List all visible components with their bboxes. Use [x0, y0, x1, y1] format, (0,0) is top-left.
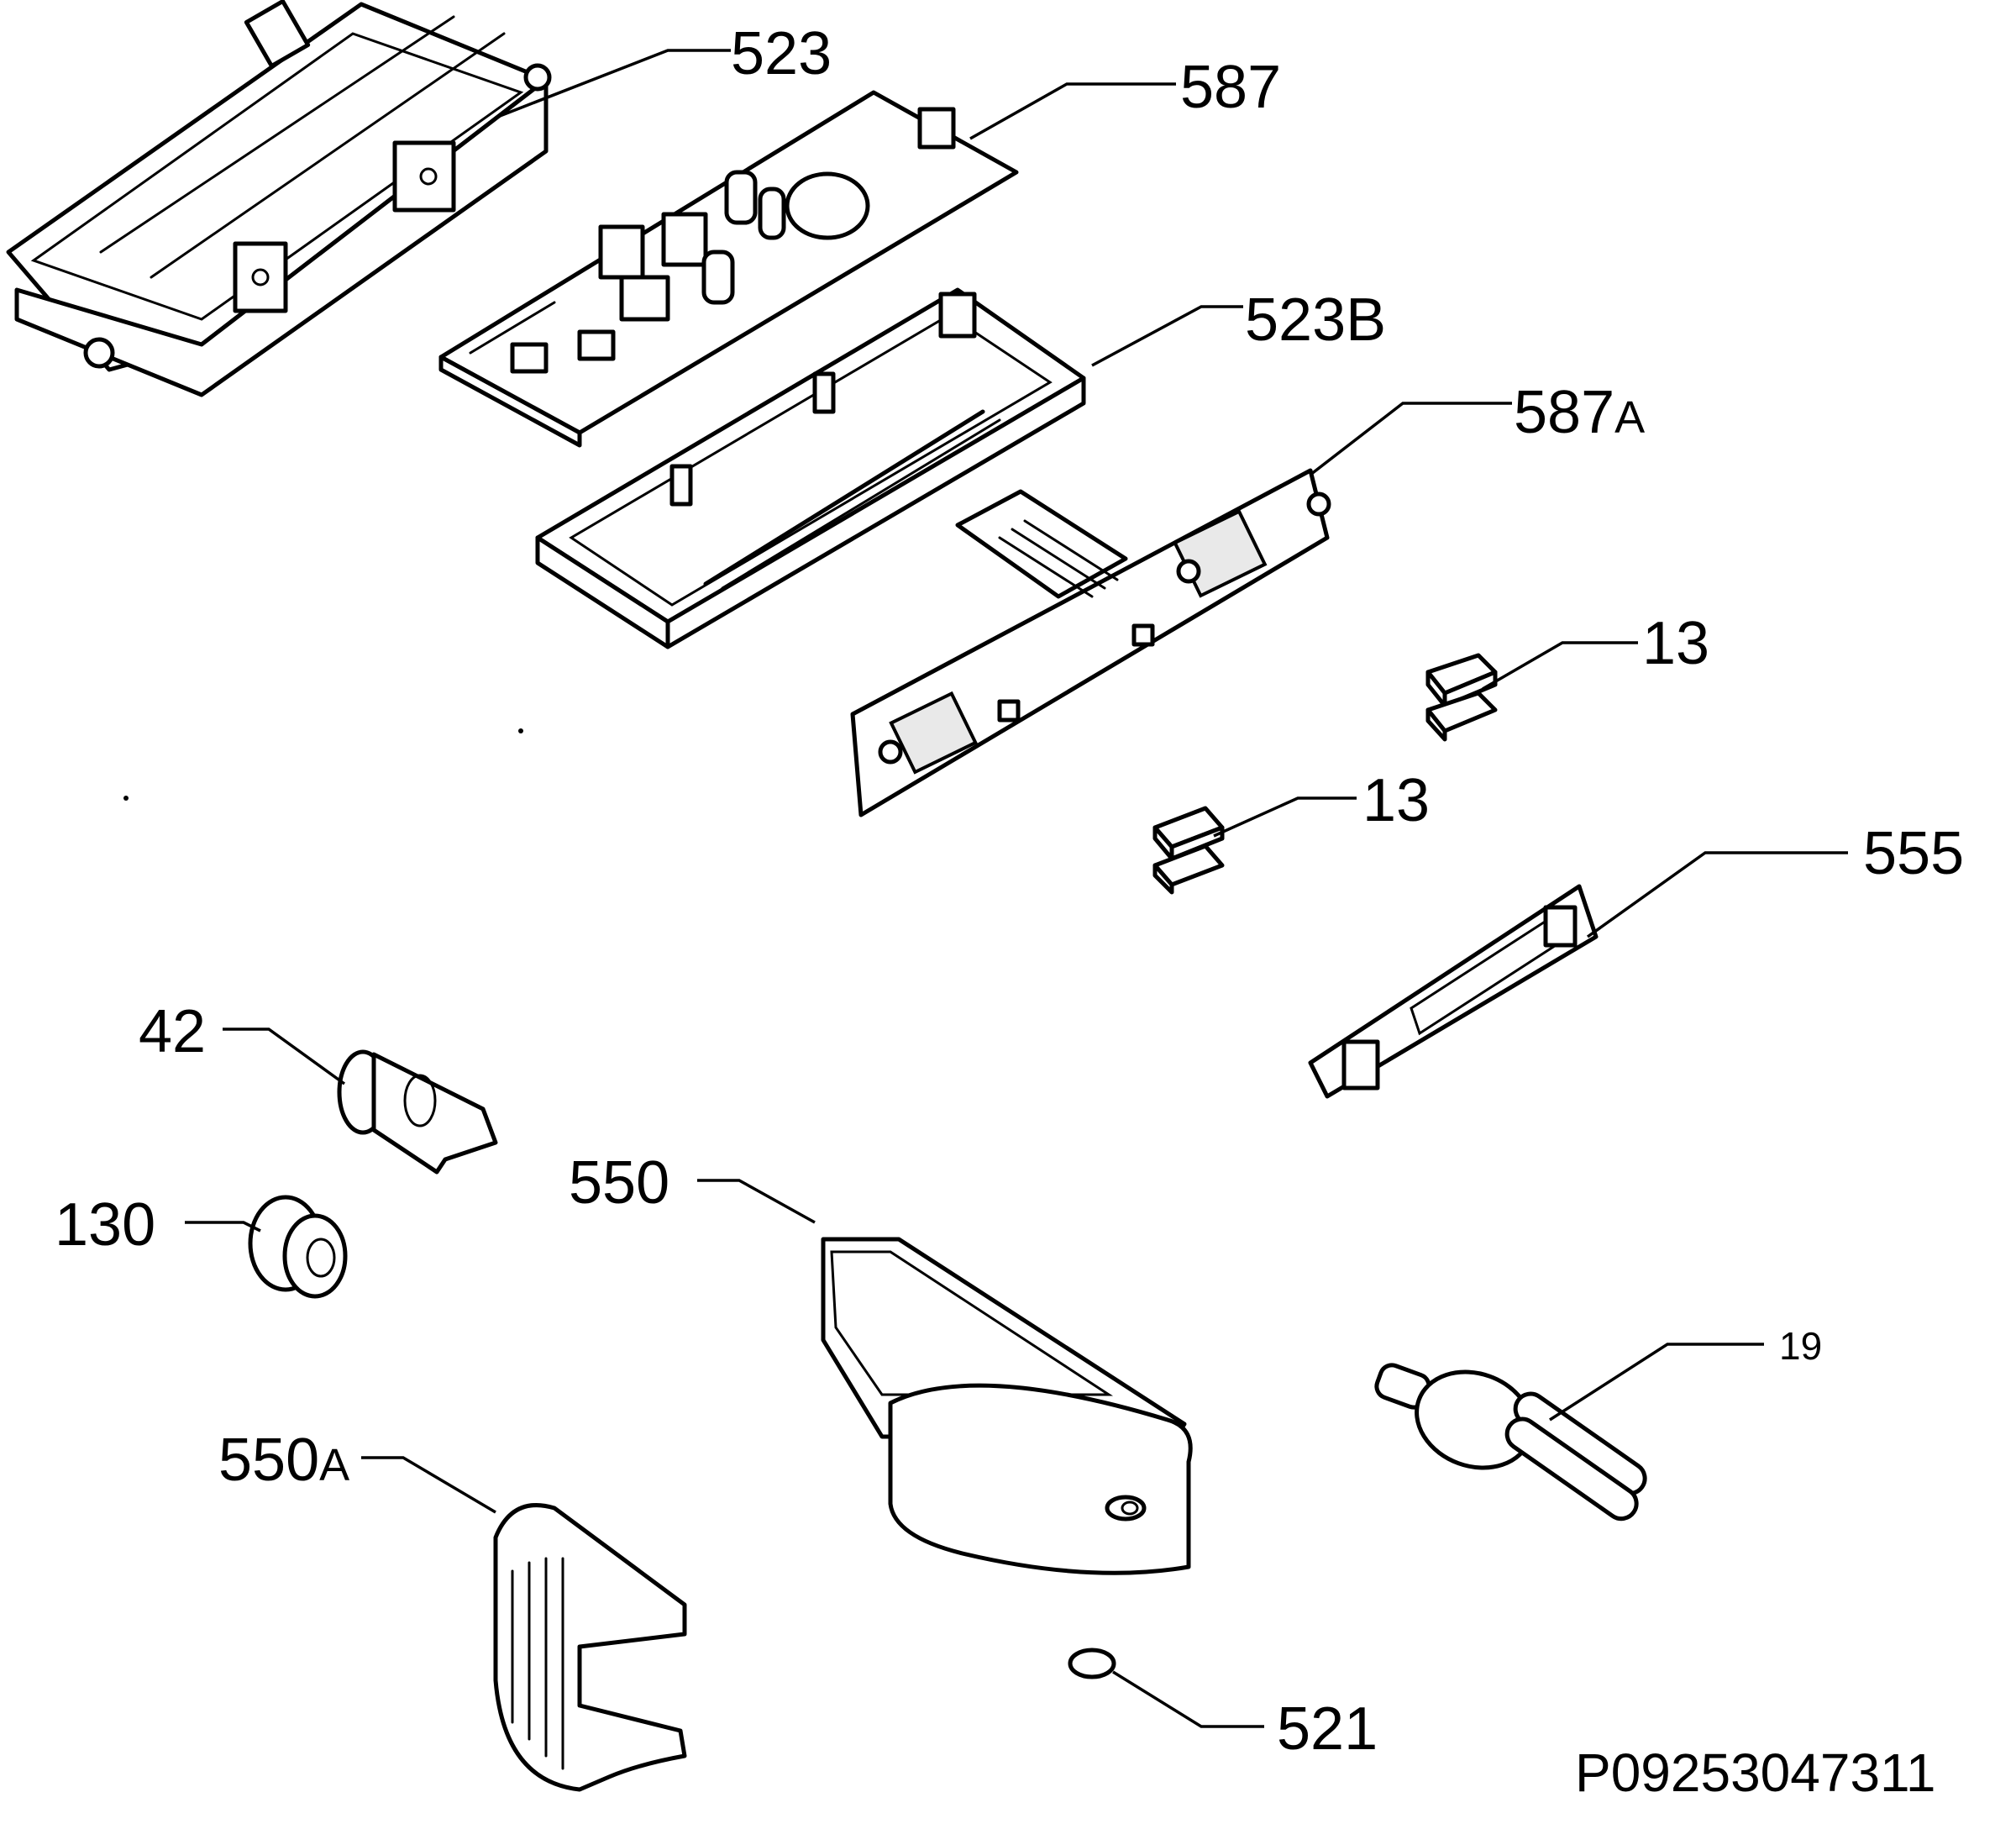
reference-code: P09253047311: [1575, 1742, 1935, 1803]
label-587: 587: [1180, 54, 1281, 121]
part-42-switch[interactable]: [337, 1049, 498, 1175]
label-13-upper: 13: [1642, 610, 1709, 677]
part-521-o-ring[interactable]: [1068, 1648, 1116, 1679]
part-19-lamp-bulb[interactable]: [1373, 1356, 1651, 1524]
part-587a-display-board[interactable]: [850, 468, 1331, 817]
stray-dot: [123, 796, 129, 801]
label-550: 550: [569, 1149, 669, 1217]
label-13-lower: 13: [1362, 767, 1430, 834]
label-523b: 523B: [1245, 286, 1386, 354]
leader-lines: [185, 49, 1848, 1728]
label-130: 130: [55, 1191, 155, 1259]
label-521: 521: [1277, 1695, 1378, 1763]
label-42: 42: [139, 998, 206, 1065]
part-130-knob[interactable]: [248, 1195, 348, 1299]
label-19: 19: [1779, 1324, 1822, 1368]
part-13-buttons-lower[interactable]: [1152, 806, 1225, 895]
part-13-buttons-upper[interactable]: [1425, 653, 1498, 742]
part-523-housing[interactable]: [6, 0, 552, 397]
part-555-lamp-holder[interactable]: [1308, 884, 1599, 1099]
part-550-lamp-cover[interactable]: [821, 1237, 1193, 1575]
ribbon-cable: [998, 519, 1119, 598]
label-587a: 587A: [1514, 379, 1645, 446]
label-523: 523: [731, 20, 832, 87]
part-523b-tray[interactable]: [535, 287, 1086, 649]
part-550a-end-cap[interactable]: [493, 1503, 687, 1792]
label-555: 555: [1863, 820, 1964, 887]
label-550a: 550A: [218, 1427, 349, 1494]
part-587-control-board[interactable]: [438, 90, 1019, 448]
stray-dot: [518, 728, 523, 733]
